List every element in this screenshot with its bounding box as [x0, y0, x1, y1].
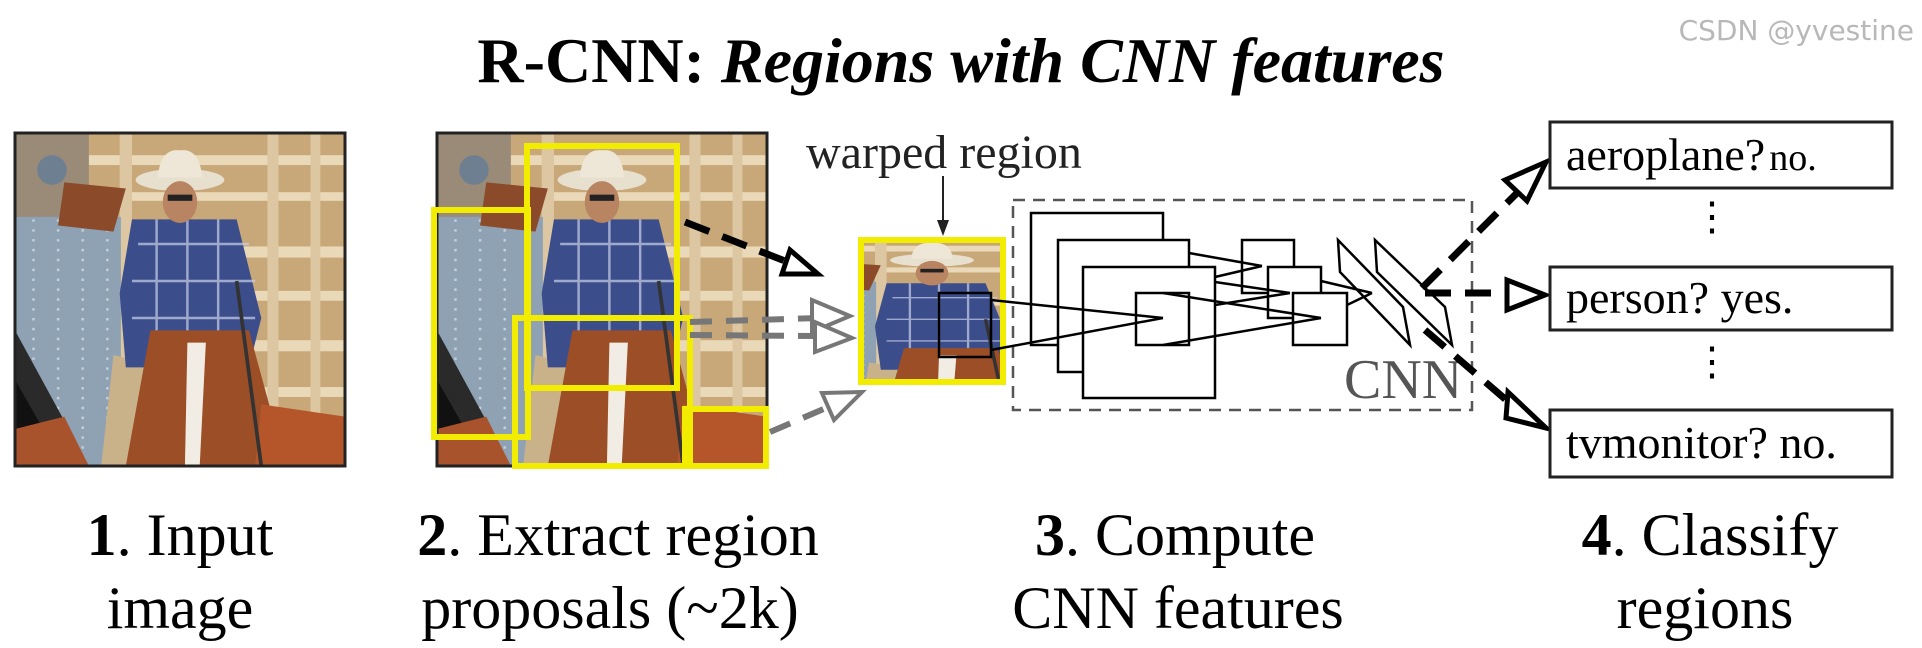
svg-text:tvmonitor? no.: tvmonitor? no. [1566, 417, 1837, 468]
cnn-label: CNN [1344, 349, 1462, 411]
step-2-label: 2. Extract region [417, 502, 819, 568]
proposal-arrows [683, 218, 867, 435]
step-1-label-line2: image [107, 575, 254, 641]
diagram-title: R-CNN: Regions with CNN features [477, 25, 1444, 96]
step-2-label-line2: proposals (~2k) [421, 575, 798, 641]
watermark: CSDN @yvestine [1679, 14, 1914, 47]
cnn-dashed-frame [1011, 198, 1474, 412]
proposal-box [431, 207, 531, 440]
warped-region-image [858, 237, 1006, 385]
svg-text:person? yes.: person? yes. [1566, 272, 1793, 323]
step-4-label: 4. Classify [1582, 502, 1839, 568]
proposal-box [682, 406, 769, 469]
ellipsis-dots: ⋮ [1692, 194, 1732, 239]
classifier-arrows [1419, 156, 1555, 433]
step-1-label: 1. Input [87, 502, 274, 568]
step-3-label: 3. Compute [1035, 502, 1315, 568]
step-labels: 1. Input image 2. Extract region proposa… [87, 502, 1839, 641]
input-image [13, 131, 347, 468]
class-result-aeroplane: aeroplane? no. [1548, 120, 1894, 190]
step-3-label-line2: CNN features [1012, 575, 1344, 641]
proposal-image [431, 131, 769, 469]
svg-text:aeroplane? no.: aeroplane? no. [1566, 129, 1817, 180]
class-result-tvmonitor: tvmonitor? no. [1548, 408, 1894, 479]
step-4-label-line2: regions [1617, 575, 1794, 641]
ellipsis-dots: ⋮ [1692, 339, 1732, 384]
warped-region-label: warped region [806, 126, 1082, 179]
proposal-box [512, 315, 693, 469]
cnn-block: CNN [990, 198, 1474, 412]
class-result-person: person? yes. [1548, 265, 1894, 332]
